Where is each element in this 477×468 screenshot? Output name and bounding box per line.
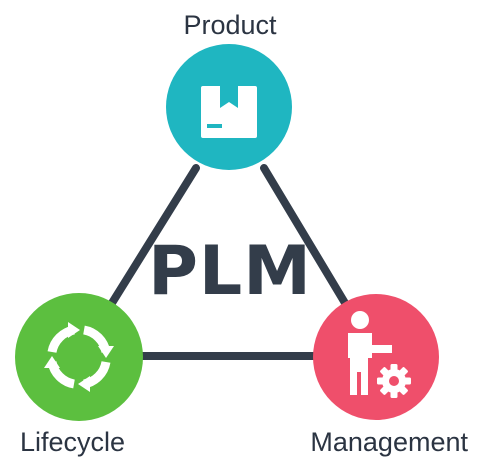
connectors bbox=[108, 164, 349, 360]
management-circle bbox=[313, 294, 439, 420]
product-node bbox=[166, 44, 292, 170]
product-label: Product bbox=[183, 10, 277, 40]
connector-product-management bbox=[260, 164, 349, 307]
box-icon bbox=[201, 86, 257, 138]
lifecycle-node bbox=[15, 293, 143, 421]
plm-title: PLM bbox=[148, 232, 312, 311]
person-gear-icon bbox=[348, 311, 411, 398]
connector-product-lifecycle bbox=[108, 164, 200, 307]
management-node bbox=[313, 294, 439, 420]
lifecycle-label: Lifecycle bbox=[20, 427, 126, 457]
lifecycle-circle bbox=[15, 293, 143, 421]
management-label: Management bbox=[310, 427, 468, 457]
